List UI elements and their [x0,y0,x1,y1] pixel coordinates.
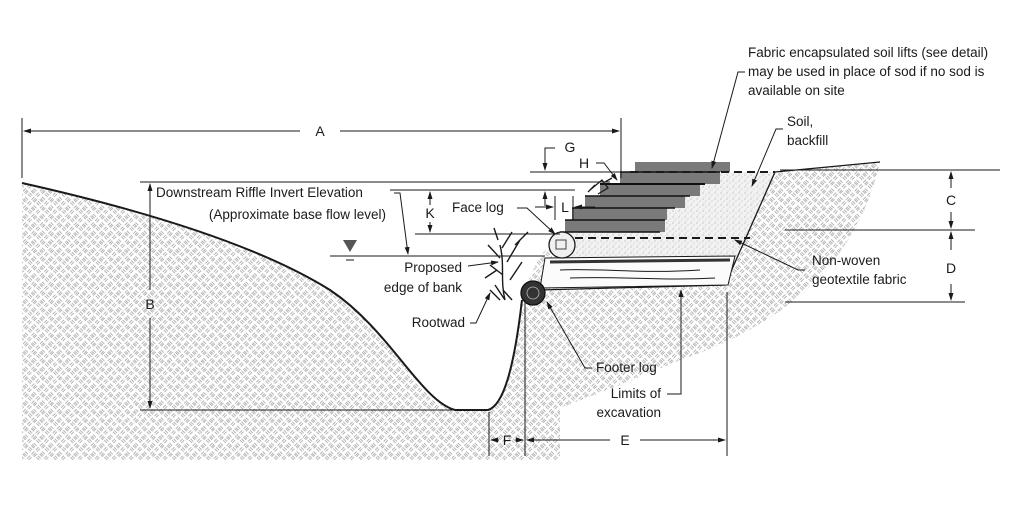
geotextile-leader [734,239,805,271]
limits-label-line2: excavation [596,405,661,420]
dim-d-label: D [946,260,956,276]
dim-a-label: A [315,123,325,139]
limits-leader [667,289,684,395]
proposed-label-line1: Proposed [404,260,462,275]
dim-g-leader [544,147,555,168]
dim-h-label: H [579,155,589,171]
log-layer-top [549,258,731,264]
fabric-lifts-label-line1: Fabric encapsulated soil lifts (see deta… [748,45,988,60]
riffle-label-line1: Downstream Riffle Invert Elevation [156,185,363,200]
face-log-grain [555,239,567,250]
face-log-leader [517,207,556,235]
riffle-label-line2: (Approximate base flow level) [209,207,386,222]
footer-log-leader [546,301,592,369]
dim-k-label: K [425,205,435,221]
soil-label-line1: Soil, [787,114,813,129]
log-layer [539,255,736,289]
proposed-leader [467,260,499,267]
face-log [548,231,576,259]
dim-g-label: G [565,139,576,155]
channel-bed-ground [22,183,440,420]
right-bank-ground [520,162,880,420]
water-level-triangle-icon [343,240,357,252]
footer-log [520,280,546,306]
geotextile-label-line2: geotextile fabric [812,272,907,287]
dim-b-label: B [145,296,154,312]
rootwad-leader [470,292,491,324]
soil-label-line2: backfill [787,133,828,148]
dim-e-label: E [620,432,629,448]
footer-log-rings [526,286,540,300]
limits-label-line1: Limits of [611,386,662,401]
fabric-soil-lifts [560,162,730,233]
log-grain [559,269,716,280]
footer-log-label: Footer log [596,360,657,375]
fabric-lifts-label-line3: available on site [748,83,845,98]
fabric-lifts-label-line2: may be used in place of sod if no sod is [748,64,985,79]
dim-h-leader [596,162,618,181]
proposed-label-line2: edge of bank [384,280,462,295]
dim-c-label: C [946,192,956,208]
soil-leader [751,128,783,187]
channel-profile-line [21,182,523,411]
dim-f-label: F [503,432,512,448]
rootwad-label: Rootwad [412,315,465,330]
riffle-leader [394,192,410,255]
face-log-label: Face log [452,200,504,215]
geotextile-label-line1: Non-woven [812,253,880,268]
dim-l-label: L [561,199,569,215]
fabric-lifts-leader [711,71,745,169]
